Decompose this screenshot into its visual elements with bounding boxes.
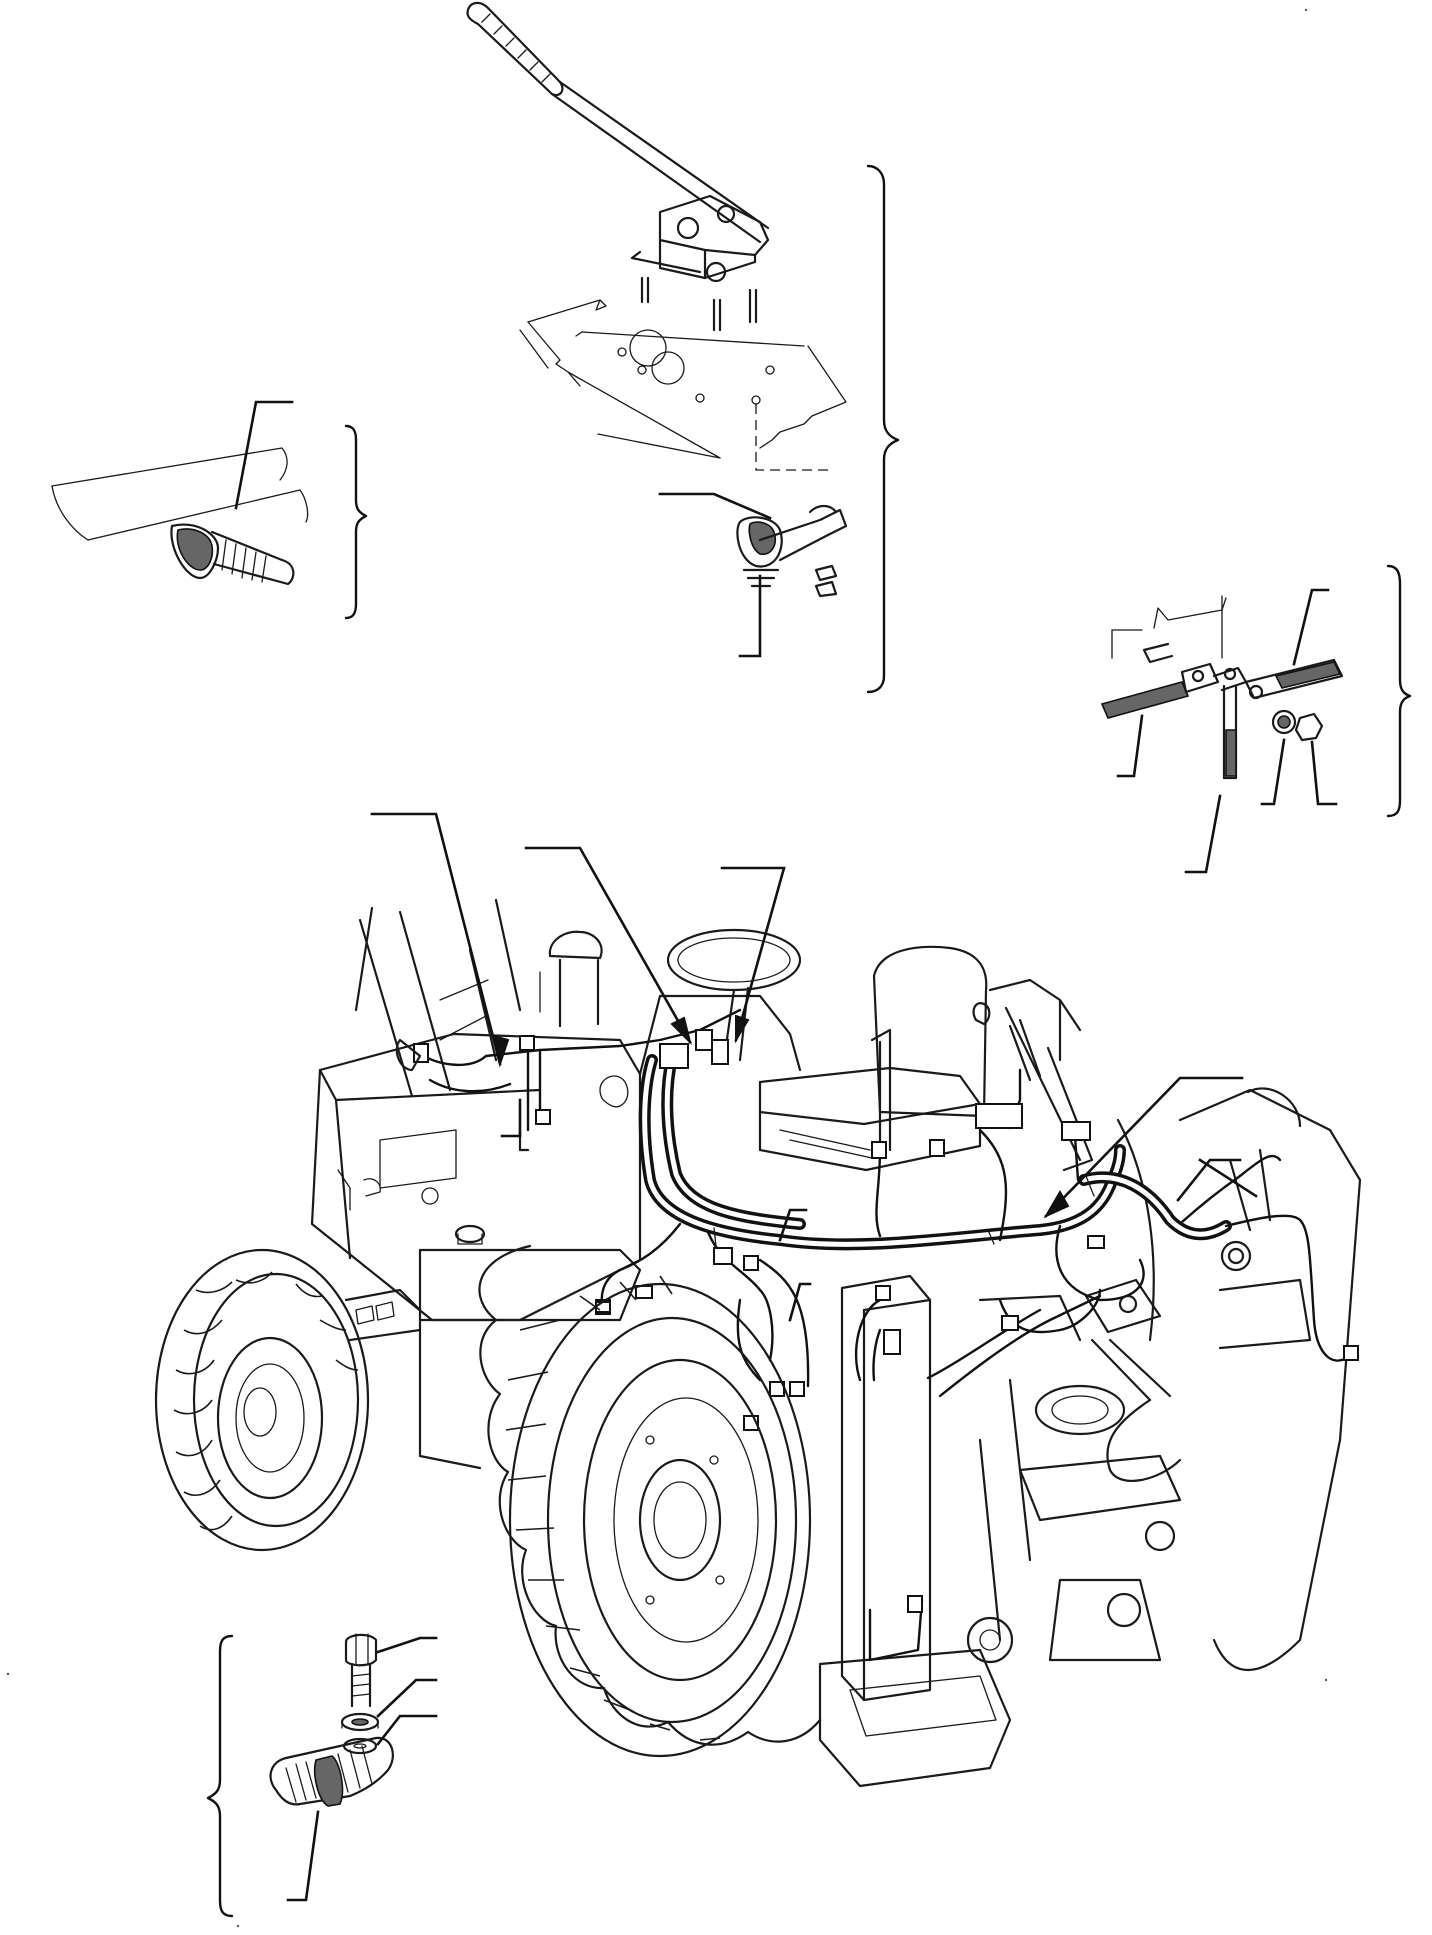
scan-speck <box>1324 1678 1328 1682</box>
parking-brake-lever-assembly <box>466 1 848 658</box>
brace-brake-group <box>866 164 900 694</box>
detail-rod-linkage <box>1100 588 1344 874</box>
rear-tire <box>478 1244 822 1758</box>
brace-bolt-detail <box>344 424 368 620</box>
scan-speck <box>236 1924 240 1928</box>
machine-main-view <box>310 898 1362 1788</box>
front-tire <box>154 1248 422 1552</box>
scan-speck <box>6 1672 10 1676</box>
detail-conduit-clamp <box>269 1633 438 1902</box>
scan-speck <box>1304 8 1308 12</box>
brace-rod-linkage <box>1386 564 1412 818</box>
detail-bolt-in-frame <box>51 400 309 586</box>
brace-conduit-clamp <box>206 1634 234 1918</box>
main-view-leaders <box>370 812 1258 1322</box>
